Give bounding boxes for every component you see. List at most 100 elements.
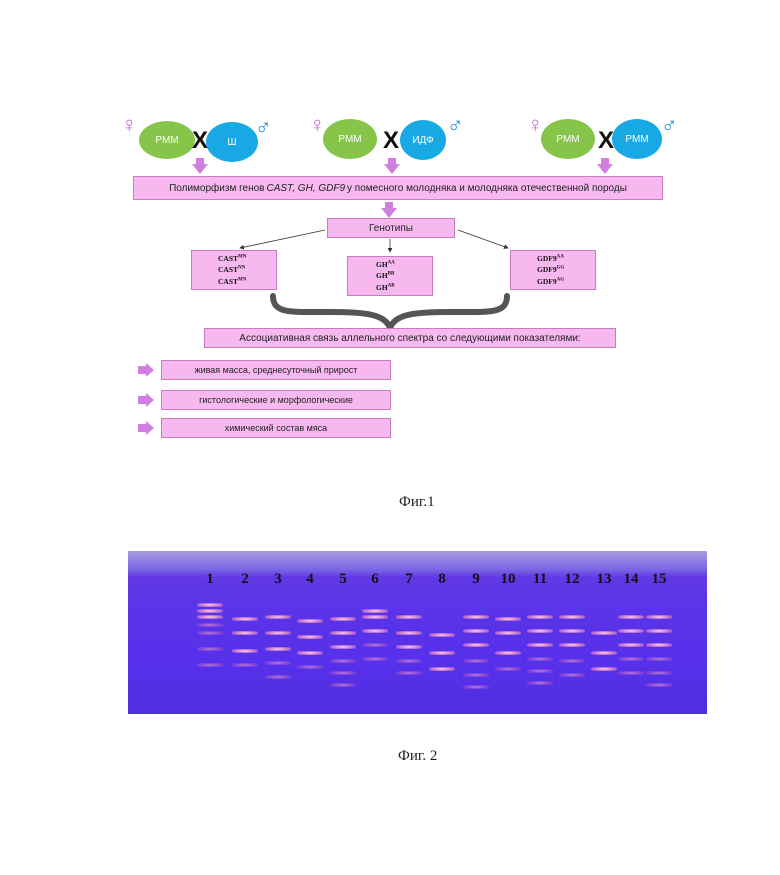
gel-band [495,651,521,655]
gel-band [495,667,521,671]
gel-band [232,617,258,621]
gel-band [527,669,553,673]
genotype-item: GHBB [376,271,432,280]
gel-band [591,631,617,635]
gel-band [265,615,291,619]
gel-band [646,671,672,675]
lane-number: 9 [464,571,488,588]
gel-band [618,657,644,661]
gel-band [197,623,223,627]
lane-number: 14 [619,571,643,588]
gel-band [463,673,489,677]
genotype-item: CASTNN [218,265,276,274]
gel-band [396,615,422,619]
gel-band [527,643,553,647]
gel-band [362,609,388,613]
association-text: Ассоциативная связь аллельного спектра с… [239,333,580,344]
gel-band [232,663,258,667]
genotype-item: GHAA [376,260,432,269]
genotype-item: GHAB [376,283,432,292]
gel-band [297,665,323,669]
right-arrow-icon [138,393,154,407]
gel-band [559,659,585,663]
gel-band [265,675,291,679]
figure-2-caption: Фиг. 2 [398,748,437,765]
gel-band [265,661,291,665]
gel-band [646,629,672,633]
gel-band [527,615,553,619]
gel-band [197,615,223,619]
gel-band [559,615,585,619]
gel-band [362,629,388,633]
gel-band [297,635,323,639]
gel-band [495,617,521,621]
right-arrow-icon [138,421,154,435]
genotype-item: CASTMN [218,254,276,263]
gel-band [396,645,422,649]
gel-band [297,651,323,655]
gel-band [527,629,553,633]
indicator-box: живая масса, среднесуточный прирост [161,360,391,380]
gel-band [463,615,489,619]
genotype-box-gh: GHAA GHBB GHAB [347,256,433,296]
gel-band [232,649,258,653]
gel-band [265,631,291,635]
gel-band [646,657,672,661]
lane-number: 11 [528,571,552,588]
lane-number: 13 [592,571,616,588]
lane-number: 1 [198,571,222,588]
gel-band [429,633,455,637]
gel-band [396,659,422,663]
association-box: Ассоциативная связь аллельного спектра с… [204,328,616,348]
gel-band [330,631,356,635]
gel-band [429,667,455,671]
gel-band [396,671,422,675]
lane-number: 3 [266,571,290,588]
gel-band [646,643,672,647]
gel-band [362,657,388,661]
gel-band [197,647,223,651]
lane-number: 15 [647,571,671,588]
genotype-item: GDF9GG [537,265,595,274]
gel-band [362,615,388,619]
gel-band [495,631,521,635]
indicator-box: химический состав мяса [161,418,391,438]
lane-number: 4 [298,571,322,588]
lane-number: 5 [331,571,355,588]
lane-number: 12 [560,571,584,588]
genotype-item: GDF9AA [537,254,595,263]
indicator-box: гистологические и морфологические [161,390,391,410]
gel-band [330,645,356,649]
gel-band [559,673,585,677]
gel-band [297,619,323,623]
gel-band [330,683,356,687]
gel-band [618,629,644,633]
gel-band [232,631,258,635]
gel-band [330,617,356,621]
lane-number: 7 [397,571,421,588]
gel-band [646,683,672,687]
gel-band [618,643,644,647]
lane-number: 6 [363,571,387,588]
indicator-label: живая масса, среднесуточный прирост [195,365,358,375]
genotype-box-gdf9: GDF9AA GDF9GG GDF9AG [510,250,596,290]
gel-band [396,631,422,635]
gel-image: 123456789101112131415 [128,551,707,714]
gel-band [591,667,617,671]
figure-1-caption: Фиг.1 [399,494,435,511]
genotype-box-cast: CASTMN CASTNN CASTMN [191,250,277,290]
indicator-label: химический состав мяса [225,423,327,433]
gel-band [197,609,223,613]
gel-band [559,643,585,647]
genotype-item: GDF9AG [537,277,595,286]
right-arrow-icon [138,363,154,377]
gel-band [559,629,585,633]
gel-band [330,671,356,675]
gel-band [463,685,489,689]
gel-band [463,629,489,633]
gel-band [197,663,223,667]
gel-band [197,631,223,635]
indicator-label: гистологические и морфологические [199,395,353,405]
gel-band [463,659,489,663]
lane-number: 10 [496,571,520,588]
